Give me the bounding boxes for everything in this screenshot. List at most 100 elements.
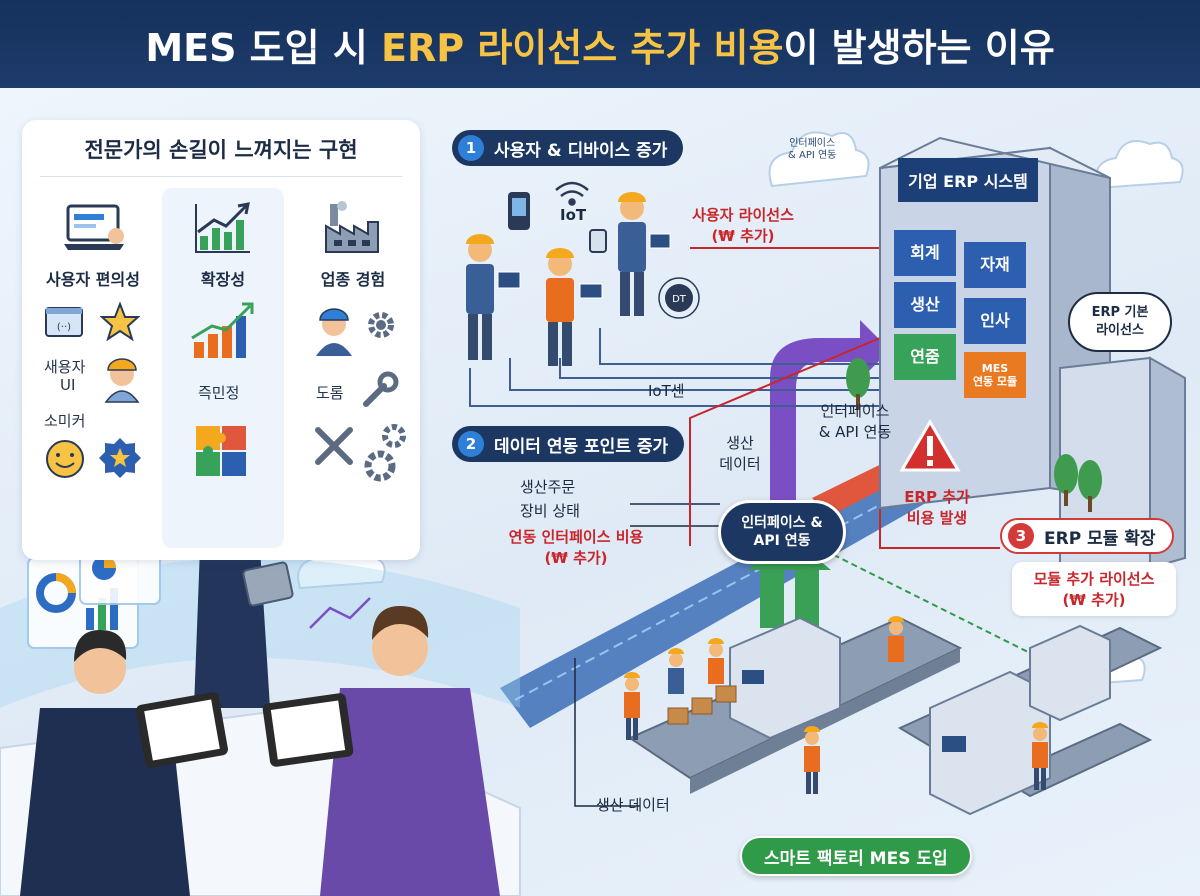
panel-divider bbox=[40, 176, 402, 177]
wrench-icon bbox=[363, 371, 399, 407]
puzzle-icon bbox=[196, 426, 246, 476]
green-arrow-up bbox=[783, 550, 831, 628]
erp-module-linkage: 연줌 bbox=[894, 334, 956, 380]
mes-module-line-2: 연동 모듈 bbox=[972, 375, 1018, 388]
column-background bbox=[162, 188, 284, 548]
equipment-status-label: 장비 상태 bbox=[520, 502, 580, 520]
column-head-usability: 사용자 편의성 bbox=[46, 270, 140, 289]
label-ui: UI bbox=[60, 376, 76, 394]
panel-title: 전문가의 손길이 느껴지는 구현 bbox=[84, 138, 358, 162]
iot-label: IoT bbox=[560, 206, 587, 224]
module-license-label: 모듈 추가 라이선스 bbox=[1033, 570, 1155, 588]
step-1-label: 사용자 & 디바이스 증가 bbox=[494, 140, 668, 161]
erp-extra-cost: ERP 추가 비용 발생 bbox=[892, 486, 982, 528]
businessman-left bbox=[20, 630, 228, 896]
label-agility: 즉민정 bbox=[198, 384, 240, 402]
page-header: MES 도입 시 ERP 라이선스 추가 비용이 발생하는 이유 bbox=[0, 0, 1200, 88]
erp-module-materials: 자재 bbox=[964, 242, 1026, 288]
laptop-touch-icon bbox=[64, 204, 124, 250]
package-icon bbox=[715, 685, 737, 703]
cloud-label-line-1: 인터페이스 bbox=[789, 138, 836, 149]
factory-icon bbox=[325, 201, 379, 253]
interface-cost-label: 연동 인터페이스 비용 bbox=[508, 528, 644, 546]
star-badge-icon bbox=[99, 438, 141, 478]
worker-tablet-icon bbox=[466, 234, 521, 360]
erp-basic-license-bubble: ERP 기본 라이선스 bbox=[1068, 292, 1172, 352]
column-head-scalability: 확장성 bbox=[200, 270, 246, 289]
step-3-pill: 3 ERP 모듈 확장 bbox=[1000, 518, 1174, 554]
factory-machine bbox=[1029, 624, 1111, 722]
erp-extra-cost-line-1: ERP 추가 bbox=[904, 488, 970, 506]
step-3-number: 3 bbox=[1008, 523, 1034, 549]
basic-license-line-2: 라이선스 bbox=[1096, 323, 1144, 338]
step-3-label: ERP 모듈 확장 bbox=[1044, 528, 1156, 549]
production-data-line-1: 생산 bbox=[726, 434, 754, 452]
hub-line-2: API 연동 bbox=[753, 533, 811, 549]
interface-api-label: 인터페이스 & API 연동 bbox=[800, 400, 910, 442]
cloud-icon bbox=[768, 131, 870, 188]
module-license-cost: 모듈 추가 라이선스 (₩ 추가) bbox=[1012, 562, 1176, 616]
production-data-label: 생산 데이터 bbox=[708, 432, 772, 474]
erp-module-accounting: 회계 bbox=[894, 230, 956, 276]
tree-icon bbox=[846, 358, 870, 410]
package-icon bbox=[691, 697, 713, 715]
tree-icon bbox=[1054, 454, 1078, 506]
step-2-number: 2 bbox=[458, 431, 484, 457]
page-title: MES 도입 시 ERP 라이선스 추가 비용이 발생하는 이유 bbox=[145, 17, 1054, 72]
label-tools: 도롬 bbox=[316, 384, 344, 402]
growth-chart-icon bbox=[195, 202, 250, 253]
label-new-user: 새용자 bbox=[44, 358, 86, 376]
step-1-number: 1 bbox=[458, 135, 484, 161]
gear-icon bbox=[368, 312, 394, 338]
step-1-pill: 1 사용자 & 디바이스 증가 bbox=[452, 130, 684, 166]
production-data-bottom-label: 생산 데이터 bbox=[596, 796, 670, 814]
mes-module-line-1: MES bbox=[981, 361, 1009, 375]
interface-cost-value: (₩ 추가) bbox=[544, 549, 608, 567]
engineer-avatar-icon bbox=[104, 358, 140, 403]
factory-machine bbox=[929, 670, 1051, 816]
title-highlight: ERP 라이선스 추가 비용 bbox=[381, 25, 784, 70]
gears-icon bbox=[364, 424, 406, 482]
production-order-label: 생산주문 bbox=[520, 478, 576, 496]
worker-icon bbox=[1032, 722, 1048, 790]
tree-icon bbox=[1078, 460, 1102, 512]
worker-icon bbox=[624, 672, 640, 740]
interface-cost: 연동 인터페이스 비용 (₩ 추가) bbox=[466, 526, 686, 568]
erp-module-mes: MES 연동 모듈 bbox=[964, 352, 1026, 398]
erp-system-sign: 기업 ERP 시스템 bbox=[898, 158, 1038, 202]
basic-license-line-1: ERP 기본 bbox=[1091, 305, 1149, 321]
package-icon bbox=[667, 707, 689, 725]
smiley-icon bbox=[46, 440, 84, 478]
step-2-label: 데이터 연동 포인트 증가 bbox=[494, 436, 669, 457]
user-license-label: 사용자 라이선스 bbox=[692, 206, 794, 224]
bar-growth-icon bbox=[191, 302, 254, 358]
dt-sensor-icon bbox=[658, 277, 700, 319]
interface-api-hub: 인터페이스 & API 연동 bbox=[718, 500, 846, 564]
iot-sensor-label: IoT센 bbox=[648, 382, 685, 400]
erp-extra-cost-line-2: 비용 발생 bbox=[906, 509, 968, 527]
interface-api-line-2: & API 연동 bbox=[818, 423, 892, 441]
title-part-1: MES 도입 시 bbox=[145, 25, 382, 70]
warning-icon bbox=[899, 419, 961, 472]
worker-icon bbox=[804, 726, 820, 794]
label-consumer: 소미커 bbox=[44, 412, 86, 430]
user-license-cost: 사용자 라이선스 (₩ 추가) bbox=[678, 204, 808, 246]
cloud-label: 인터페이스 & API 연동 bbox=[788, 138, 836, 162]
title-part-2: 이 발생하는 이유 bbox=[783, 25, 1055, 70]
dt-sensor-label: DT bbox=[672, 294, 687, 305]
engineer-worker-icon bbox=[316, 308, 352, 356]
handheld-device-icon bbox=[508, 192, 530, 230]
factory-machine bbox=[729, 616, 841, 740]
worker-tablet-icon bbox=[618, 192, 671, 316]
cloud-icon bbox=[1095, 140, 1184, 190]
star-icon bbox=[100, 302, 140, 342]
erp-module-hr: 인사 bbox=[964, 298, 1026, 344]
worker-icon bbox=[708, 638, 724, 684]
user-license-cost-value: (₩ 추가) bbox=[711, 227, 775, 245]
hub-line-1: 인터페이스 & bbox=[741, 514, 823, 531]
worker-icon bbox=[668, 648, 684, 694]
module-license-cost-value: (₩ 추가) bbox=[1062, 591, 1126, 609]
diagram-stage: DT bbox=[0, 88, 1200, 896]
worker-icon bbox=[888, 616, 904, 662]
smart-factory-pill: 스마트 팩토리 MES 도입 bbox=[740, 836, 972, 876]
